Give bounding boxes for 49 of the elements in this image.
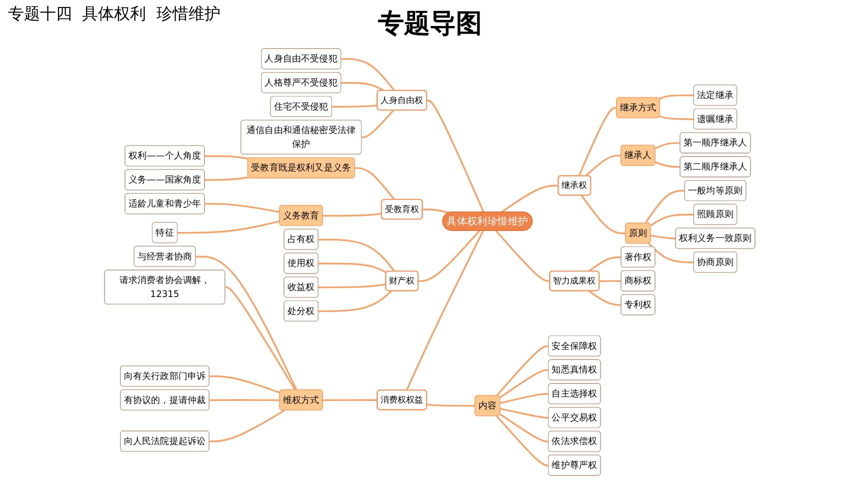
connector: [660, 115, 694, 120]
connector: [210, 410, 286, 442]
connector: [585, 154, 622, 177]
connector: [581, 195, 626, 234]
connector: [205, 155, 250, 160]
connector: [318, 290, 392, 312]
page-title: 专题导图: [378, 8, 482, 41]
connector: [588, 290, 622, 306]
connector: [500, 414, 549, 443]
connector: [500, 393, 549, 404]
connector: [341, 82, 385, 92]
connector: [205, 176, 249, 181]
connector: [196, 256, 298, 390]
connector: [588, 256, 622, 272]
connector: [496, 416, 549, 466]
connector: [354, 167, 396, 200]
connector: [225, 286, 296, 390]
connector: [406, 230, 484, 391]
connector: [650, 234, 676, 240]
connector: [210, 375, 280, 394]
connector: [655, 142, 681, 150]
connector: [210, 399, 280, 402]
connector: [422, 208, 450, 214]
connector: [318, 238, 396, 272]
connector: [655, 161, 681, 168]
connector: [318, 283, 386, 288]
connector: [323, 399, 378, 402]
connector: [496, 230, 550, 282]
connector: [427, 100, 485, 212]
connector: [178, 220, 280, 234]
connector: [650, 214, 694, 226]
connector: [600, 280, 622, 282]
connector: [418, 230, 480, 282]
connector: [341, 58, 396, 92]
connector: [644, 190, 686, 224]
connector: [323, 212, 382, 217]
connector: [659, 94, 694, 100]
connector: [362, 110, 394, 138]
connector: [205, 202, 280, 213]
connector: [496, 345, 549, 396]
connector: [318, 262, 388, 274]
connector: [426, 404, 476, 407]
connector: [500, 369, 549, 398]
header-text: 专题十四 具体权利 珍惜维护: [8, 4, 220, 23]
connector: [648, 242, 694, 264]
connector: [578, 107, 617, 176]
connector: [332, 104, 378, 108]
connector: [500, 408, 549, 419]
connector: [501, 184, 559, 213]
